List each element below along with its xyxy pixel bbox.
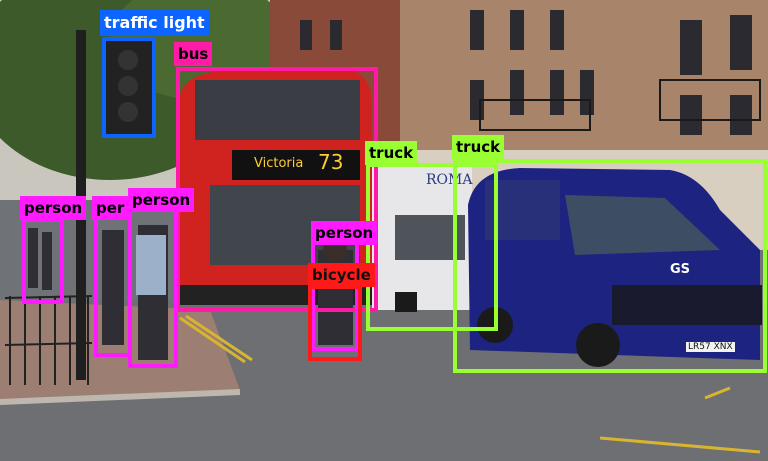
label-person-cyclist: person xyxy=(311,221,378,245)
label-truck-1: truck xyxy=(365,141,418,165)
detection-box-truck-2 xyxy=(453,159,767,373)
detection-box-person-left xyxy=(22,218,64,304)
bus-route-number: 73 xyxy=(318,150,344,174)
label-truck-2: truck xyxy=(452,135,505,159)
label-person-center: person xyxy=(128,188,195,212)
bus-destination-sign: Victoria xyxy=(254,156,304,171)
label-traffic-light: traffic light xyxy=(100,10,209,36)
detection-box-truck-1 xyxy=(366,163,498,331)
detection-box-bicycle xyxy=(308,285,362,361)
detection-box-person-center xyxy=(128,208,178,368)
van-logo: GS xyxy=(670,262,691,277)
truck-brand-text: ROMA xyxy=(426,172,473,188)
detection-box-person-partial xyxy=(94,215,132,357)
label-bicycle: bicycle xyxy=(308,263,375,287)
detection-box-traffic-light xyxy=(102,37,156,138)
van-license-plate: LR57 XNX xyxy=(686,342,735,352)
label-bus: bus xyxy=(174,42,213,66)
label-person-partial: per xyxy=(92,196,129,220)
label-person-left: person xyxy=(20,196,87,220)
